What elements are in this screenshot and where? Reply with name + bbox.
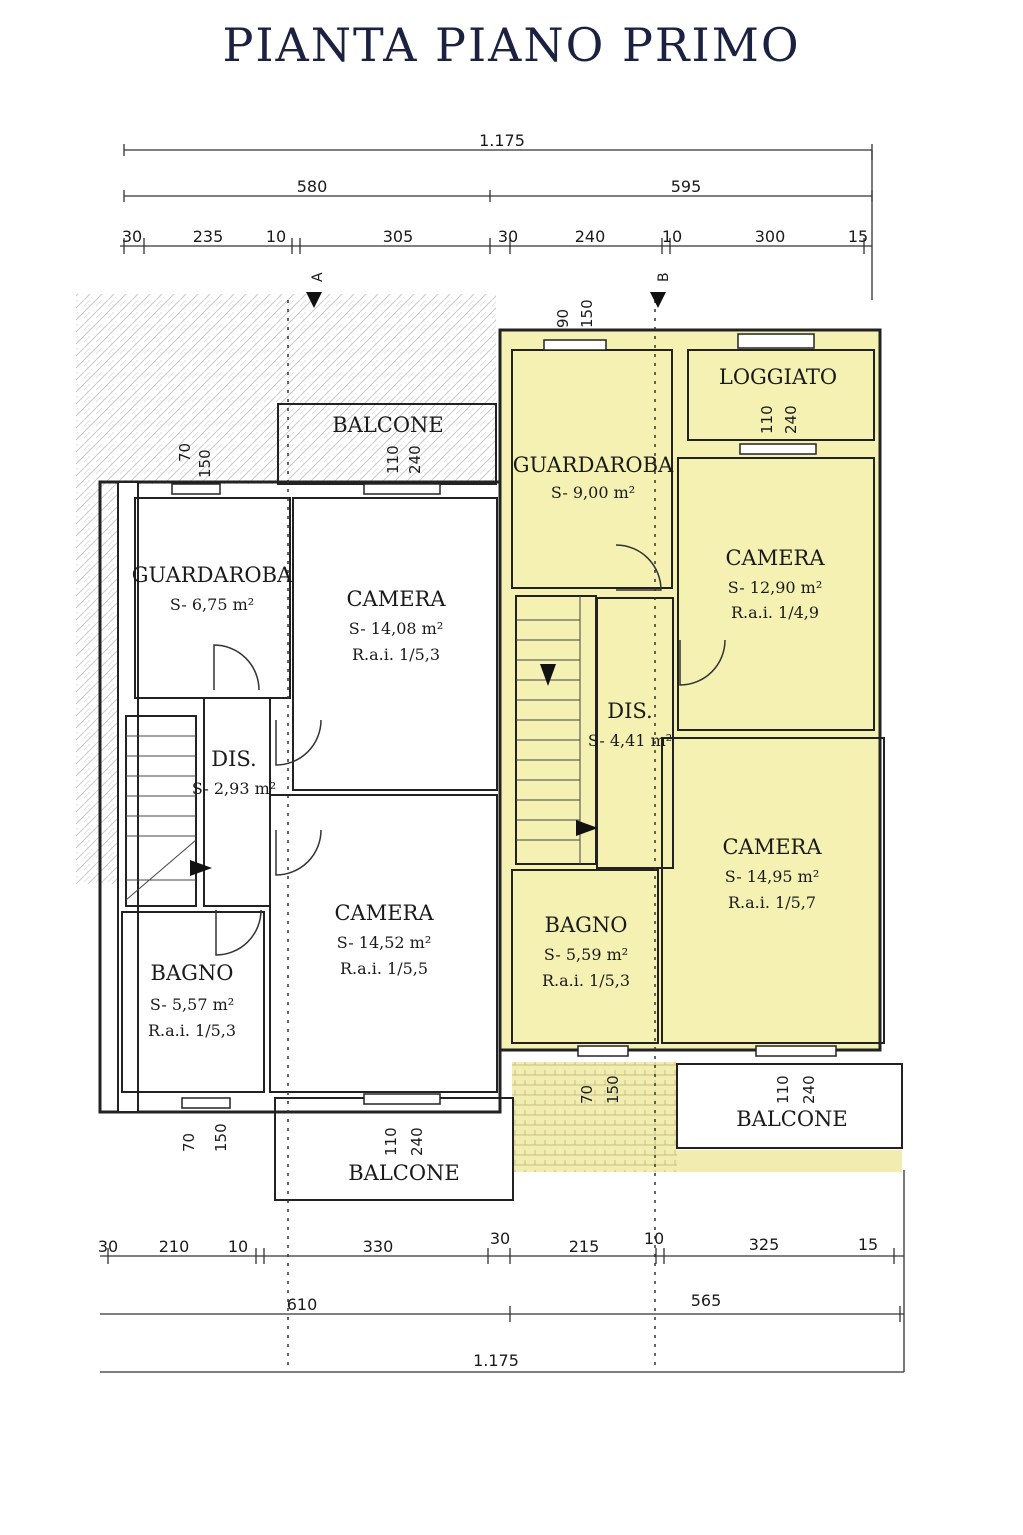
plan-title: PIANTA PIANO PRIMO bbox=[222, 18, 801, 72]
bottom-dim-left: 610 bbox=[287, 1295, 318, 1314]
roof-hatch-left bbox=[76, 294, 496, 884]
bottom-dim-total: 1.175 bbox=[473, 1351, 519, 1370]
window-symbols bbox=[171, 333, 837, 1109]
bottom-dim-seg: 15 bbox=[858, 1235, 878, 1254]
bottom-dim-seg: 10 bbox=[644, 1229, 664, 1248]
room-rai-right-camera-top: R.a.i. 1/4,9 bbox=[731, 603, 819, 622]
room-area-right-camera-bottom: S- 14,95 m² bbox=[725, 867, 820, 886]
room-name-right-dis: DIS. bbox=[607, 699, 652, 723]
svg-text:70: 70 bbox=[180, 1133, 198, 1152]
svg-text:90: 90 bbox=[554, 309, 572, 328]
svg-text:150: 150 bbox=[604, 1075, 622, 1104]
svg-text:110: 110 bbox=[382, 1127, 400, 1156]
top-dim-seg: 30 bbox=[122, 227, 142, 246]
bottom-dim-right: 565 bbox=[691, 1291, 722, 1310]
window-label-r-camera: 110 240 bbox=[774, 1075, 818, 1104]
top-dim-seg: 235 bbox=[193, 227, 224, 246]
room-area-right-camera-top: S- 12,90 m² bbox=[728, 578, 823, 597]
room-area-right-bagno: S- 5,59 m² bbox=[544, 945, 628, 964]
highlighted-unit bbox=[500, 330, 880, 1050]
room-name-left-balcone-bottom: BALCONE bbox=[348, 1161, 460, 1185]
room-name-right-camera-bottom: CAMERA bbox=[722, 835, 822, 859]
room-name-left-camera-top: CAMERA bbox=[346, 587, 446, 611]
top-dim-total: 1.175 bbox=[479, 131, 525, 150]
section-marker-b: B bbox=[656, 272, 672, 282]
window-label-r-loggiato: 110 240 bbox=[758, 405, 800, 434]
bottom-dim-seg: 30 bbox=[98, 1237, 118, 1256]
room-name-left-balcone-top: BALCONE bbox=[332, 413, 444, 437]
room-name-left-guardaroba: GUARDAROBA bbox=[132, 563, 293, 587]
room-name-right-guardaroba: GUARDAROBA bbox=[513, 453, 674, 477]
room-rai-left-bagno: R.a.i. 1/5,3 bbox=[148, 1021, 236, 1040]
room-name-left-dis: DIS. bbox=[211, 747, 256, 771]
svg-text:240: 240 bbox=[782, 405, 800, 434]
tiled-terrace bbox=[512, 1062, 677, 1172]
top-dim-seg: 15 bbox=[848, 227, 868, 246]
top-dim-seg: 240 bbox=[575, 227, 606, 246]
top-dim-seg: 300 bbox=[755, 227, 786, 246]
room-area-left-camera-bottom: S- 14,52 m² bbox=[337, 933, 432, 952]
room-area-left-camera-top: S- 14,08 m² bbox=[349, 619, 444, 638]
room-area-left-bagno: S- 5,57 m² bbox=[150, 995, 234, 1014]
stair-treads-left bbox=[125, 735, 197, 901]
bottom-dim-seg: 330 bbox=[363, 1237, 394, 1256]
svg-text:240: 240 bbox=[406, 445, 424, 474]
room-rai-left-camera-top: R.a.i. 1/5,3 bbox=[352, 645, 440, 664]
svg-text:150: 150 bbox=[196, 449, 214, 478]
walls bbox=[98, 328, 903, 1201]
window-label-r-guardaroba: 90 150 bbox=[554, 299, 596, 328]
svg-text:240: 240 bbox=[800, 1075, 818, 1104]
room-rai-right-bagno: R.a.i. 1/5,3 bbox=[542, 971, 630, 990]
svg-text:70: 70 bbox=[578, 1085, 596, 1104]
svg-text:110: 110 bbox=[774, 1075, 792, 1104]
room-name-right-balcone: BALCONE bbox=[736, 1107, 848, 1131]
top-dimension-lines bbox=[120, 144, 873, 300]
door-swings bbox=[213, 544, 726, 956]
window-label-l-camera-top: 110 240 bbox=[384, 445, 424, 474]
room-name-right-bagno: BAGNO bbox=[545, 913, 628, 937]
svg-text:110: 110 bbox=[384, 445, 402, 474]
svg-text:150: 150 bbox=[578, 299, 596, 328]
room-name-left-bagno: BAGNO bbox=[151, 961, 234, 985]
svg-text:110: 110 bbox=[758, 405, 776, 434]
window-label-l-bagno: 70 150 bbox=[180, 1123, 230, 1152]
svg-text:70: 70 bbox=[176, 443, 194, 462]
bottom-dimension-lines bbox=[100, 1170, 905, 1373]
section-marker-a: A bbox=[310, 272, 326, 282]
bottom-dim-seg: 10 bbox=[228, 1237, 248, 1256]
top-dim-seg: 305 bbox=[383, 227, 414, 246]
stair-arrows bbox=[190, 664, 598, 876]
top-dim-seg: 10 bbox=[662, 227, 682, 246]
svg-text:150: 150 bbox=[212, 1123, 230, 1152]
top-dim-seg: 30 bbox=[498, 227, 518, 246]
window-label-r-bagno: 70 150 bbox=[578, 1075, 622, 1104]
terrace-strip bbox=[677, 1150, 902, 1172]
top-dim-seg: 10 bbox=[266, 227, 286, 246]
top-dim-left: 580 bbox=[297, 177, 328, 196]
top-dim-right: 595 bbox=[671, 177, 702, 196]
room-area-left-guardaroba: S- 6,75 m² bbox=[170, 595, 254, 614]
bottom-dim-seg: 215 bbox=[569, 1237, 600, 1256]
bottom-dim-seg: 30 bbox=[490, 1229, 510, 1248]
section-arrows bbox=[306, 292, 666, 308]
room-area-right-guardaroba: S- 9,00 m² bbox=[551, 483, 635, 502]
svg-text:240: 240 bbox=[408, 1127, 426, 1156]
room-rai-left-camera-bottom: R.a.i. 1/5,5 bbox=[340, 959, 428, 978]
room-rai-right-camera-bottom: R.a.i. 1/5,7 bbox=[728, 893, 816, 912]
room-name-left-camera-bottom: CAMERA bbox=[334, 901, 434, 925]
room-area-left-dis: S- 2,93 m² bbox=[192, 779, 276, 798]
section-lines bbox=[287, 300, 656, 1370]
window-label-l-guardaroba: 70 150 bbox=[176, 443, 214, 478]
room-name-right-loggiato: LOGGIATO bbox=[719, 365, 837, 389]
room-name-right-camera-top: CAMERA bbox=[725, 546, 825, 570]
window-label-l-camera-bottom: 110 240 bbox=[382, 1127, 426, 1156]
room-area-right-dis: S- 4,41 m² bbox=[588, 731, 672, 750]
bottom-dim-seg: 210 bbox=[159, 1237, 190, 1256]
bottom-dim-seg: 325 bbox=[749, 1235, 780, 1254]
